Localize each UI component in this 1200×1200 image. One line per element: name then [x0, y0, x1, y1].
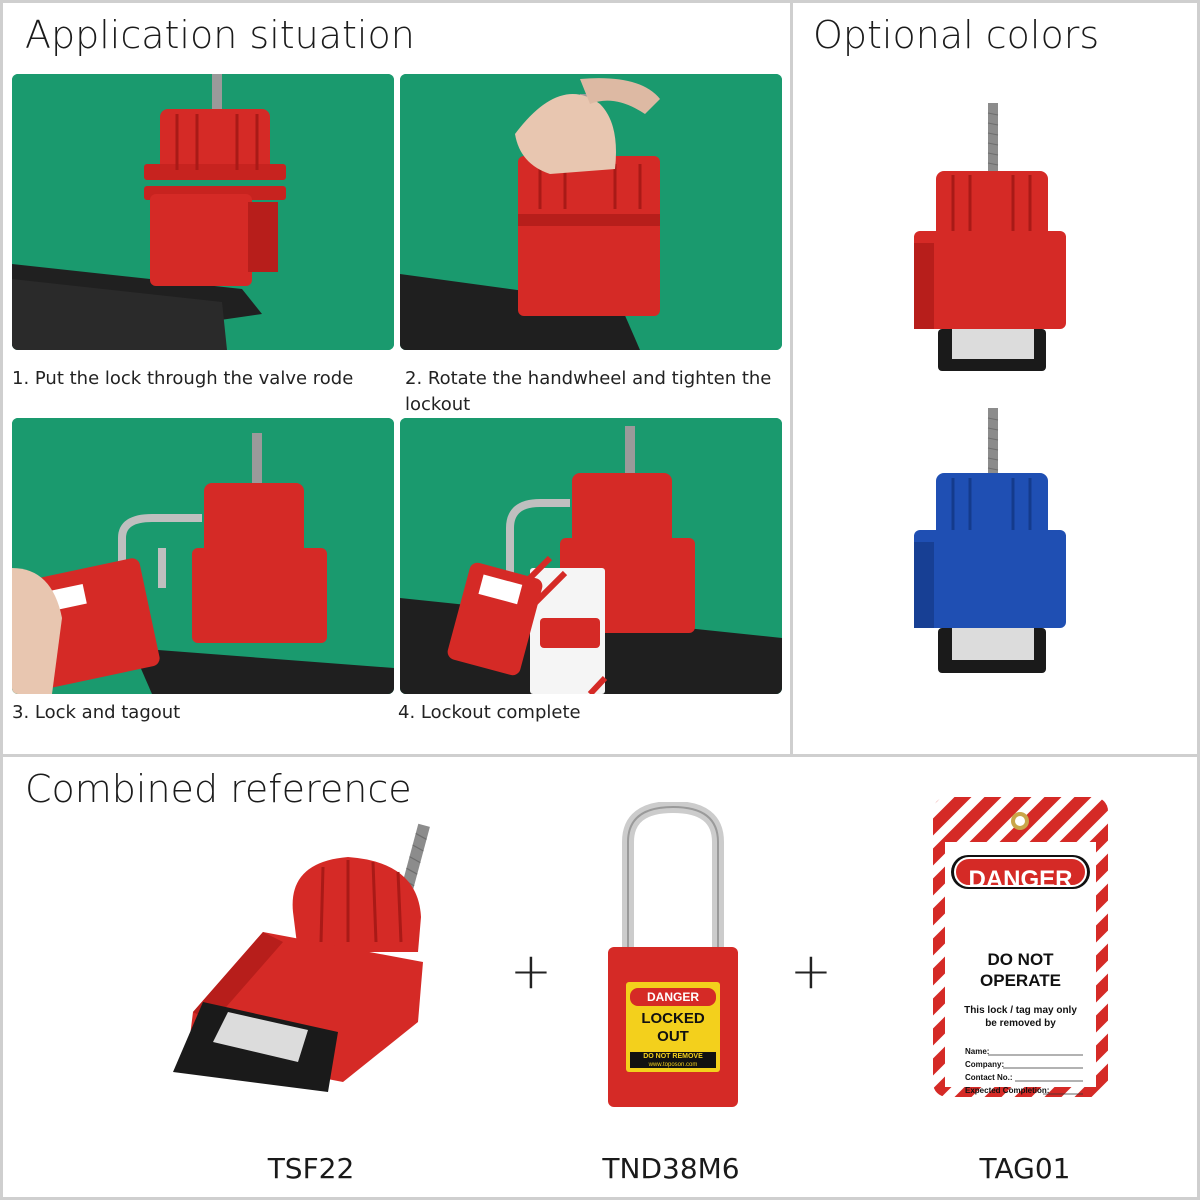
tnd38m6-code: TND38M6 [602, 1152, 740, 1185]
combined-reference-panel: Combined reference TSF22 + [0, 757, 1200, 1200]
application-situation-panel: Application situation 1. Put the lock th… [0, 0, 793, 757]
red-valve-lockout-image [908, 103, 1078, 378]
tnd38m6-padlock-image [598, 802, 748, 1112]
tag-field-contact: Contact No.: [965, 1073, 1013, 1082]
tag-field-completion: Expected Completion: [965, 1086, 1050, 1095]
padlock-url: www.toposon.com [648, 1062, 698, 1068]
step-3-photo [12, 418, 394, 694]
tag-do-not-line: DO NOT [987, 950, 1054, 969]
tag-removal-note: This lock / tag may only be removed by [964, 1005, 1077, 1029]
plus-sign-1: + [510, 942, 552, 1000]
blue-valve-lockout-image [908, 408, 1078, 678]
tsf22-code: TSF22 [267, 1152, 355, 1185]
tag01-code: TAG01 [979, 1152, 1071, 1185]
optional-colors-panel: Optional colors [793, 0, 1200, 757]
step-2-photo [400, 74, 782, 350]
padlock-danger-label: DANGER [646, 990, 699, 1004]
step-4-photo [400, 418, 782, 694]
padlock-locked-label: LOCKED [641, 1010, 705, 1027]
plus-sign-2: + [790, 942, 832, 1000]
step-1-photo [12, 74, 394, 350]
step-1-caption: 1. Put the lock through the valve rode [12, 368, 354, 389]
step-2-caption: 2. Rotate the handwheel and tighten the … [405, 368, 772, 415]
tag01-danger-tag-image [933, 797, 1108, 1097]
tag-field-name: Name: [965, 1047, 990, 1056]
step-3-caption: 3. Lock and tagout [12, 702, 181, 723]
tag-operate-line: OPERATE [980, 971, 1061, 990]
combined-reference-title: Combined reference [25, 767, 412, 811]
step-4-caption: 4. Lockout complete [398, 702, 581, 723]
application-situation-title: Application situation [25, 13, 415, 57]
padlock-do-not-remove: DO NOT REMOVE [643, 1053, 703, 1060]
tsf22-product-image [173, 802, 463, 1092]
tag-danger-heading: DANGER [968, 866, 1073, 893]
tag-field-company: Company: [965, 1060, 1005, 1069]
optional-colors-title: Optional colors [813, 13, 1100, 57]
padlock-out-label: OUT [657, 1028, 689, 1045]
